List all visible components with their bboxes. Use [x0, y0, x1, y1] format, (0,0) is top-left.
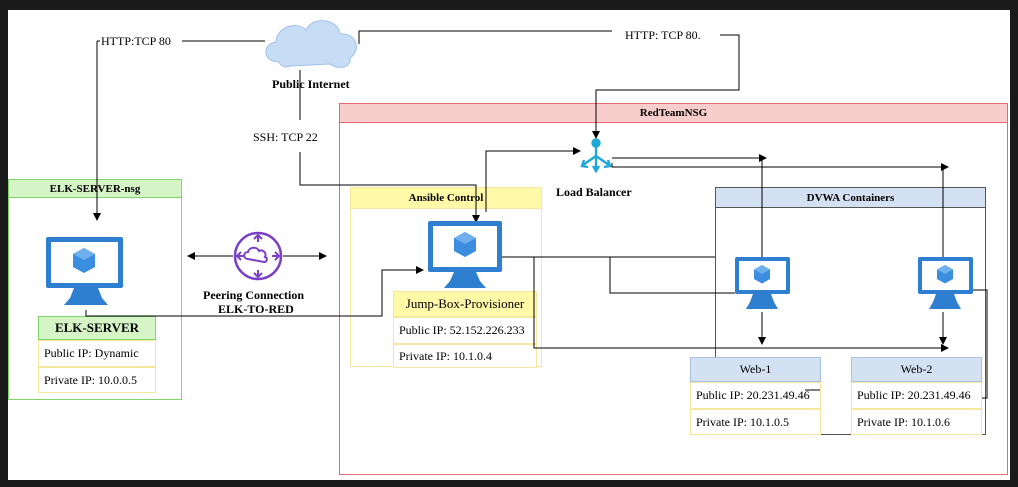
web1-vm-icon [735, 257, 790, 309]
jumpbox-name: Jump-Box-Provisioner [405, 296, 525, 311]
elk-server-name: ELK-SERVER [54, 320, 140, 335]
elk-vm-icon [46, 237, 123, 305]
elk-nsg-header: ELK-SERVER-nsg [8, 179, 182, 198]
edge-lb-to-web2 [611, 163, 949, 171]
dvwa-containers-label: DVWA Containers [806, 192, 895, 204]
web2-title: Web-2 [851, 357, 982, 382]
web2-name: Web-2 [900, 362, 933, 376]
elk-nsg-label: ELK-SERVER-nsg [49, 183, 141, 195]
ansible-control-header: Ansible Control [350, 187, 542, 209]
diagram-sheet [8, 10, 1010, 480]
cloud-icon [265, 20, 357, 68]
ansible-control-label: Ansible Control [408, 192, 484, 204]
web2-private-ip-row: Private IP: 10.1.0.6 [851, 409, 982, 435]
edge-http-right [358, 30, 612, 44]
edge-http-right-down [592, 34, 740, 139]
window-top-edge [0, 0, 1018, 10]
elk-private-ip-row: Private IP: 10.0.0.5 [38, 367, 156, 393]
peering-label-2: ELK-TO-RED [218, 302, 294, 316]
jumpbox-private-ip-row: Private IP: 10.1.0.4 [393, 344, 537, 368]
web1-private-ip-row: Private IP: 10.1.0.5 [690, 409, 821, 435]
web1-public-ip-row: Public IP: 20.231.49.46 [690, 382, 821, 409]
web2-private-ip: Private IP: 10.1.0.6 [857, 414, 950, 429]
jumpbox-public-ip: Public IP: 52.152.226.233 [399, 323, 525, 337]
jumpbox-private-ip: Private IP: 10.1.0.4 [399, 348, 492, 363]
http-right-label: HTTP: TCP 80. [625, 28, 701, 43]
load-balancer-label: Load Balancer [556, 185, 632, 199]
jumpbox-vm-icon [428, 221, 502, 288]
edge-jump-to-webs [502, 256, 735, 294]
jumpbox-public-ip-row: Public IP: 52.152.226.233 [393, 317, 537, 344]
peering-label-1: Peering Connection [203, 288, 304, 302]
http-left-label: HTTP:TCP 80 [101, 34, 171, 49]
redteam-nsg-header: RedTeamNSG [339, 103, 1008, 123]
web1-title: Web-1 [690, 357, 821, 382]
elk-public-ip: Public IP: Dynamic [44, 346, 139, 360]
dvwa-containers-header: DVWA Containers [715, 187, 986, 208]
web2-vm-icon [918, 257, 973, 309]
web1-public-ip: Public IP: 20.231.49.46 [696, 388, 810, 402]
ssh-label: SSH: TCP 22 [253, 130, 318, 145]
web1-name: Web-1 [739, 362, 772, 376]
elk-private-ip: Private IP: 10.0.0.5 [44, 372, 137, 387]
redteam-nsg-label: RedTeamNSG [639, 107, 708, 119]
peering-connection-icon [233, 231, 283, 281]
web2-public-ip: Public IP: 20.231.49.46 [857, 388, 971, 402]
edge-elk-to-jump [85, 266, 424, 317]
jumpbox-title: Jump-Box-Provisioner [393, 291, 537, 317]
load-balancer-icon [580, 138, 612, 174]
public-internet-label: Public Internet [272, 77, 350, 91]
edge-jump-to-lb [485, 147, 581, 212]
web1-private-ip: Private IP: 10.1.0.5 [696, 414, 789, 429]
elk-public-ip-row: Public IP: Dynamic [38, 340, 156, 367]
edge-ssh-down [299, 152, 480, 223]
web2-public-ip-row: Public IP: 20.231.49.46 [851, 382, 982, 409]
